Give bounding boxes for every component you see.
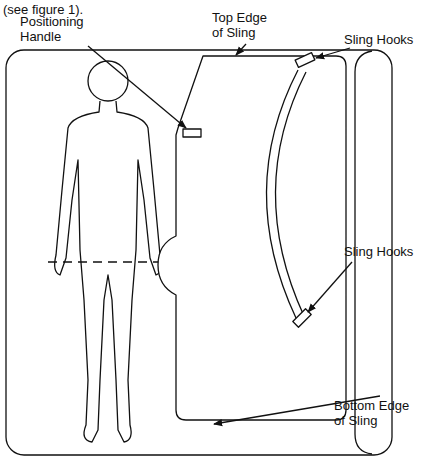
sling-hook xyxy=(295,53,315,68)
patient-head xyxy=(88,61,128,101)
part-label: Sling Hooks xyxy=(344,32,422,47)
part-label: Positioning Handle xyxy=(20,14,100,44)
sling xyxy=(158,56,346,420)
part-label: Bottom Edge of Sling xyxy=(334,398,422,428)
leader-line xyxy=(308,262,352,312)
sling-strap xyxy=(275,72,306,316)
leader-line xyxy=(236,44,246,55)
part-label: Sling Hooks xyxy=(344,244,422,259)
patient-body xyxy=(55,101,162,442)
part-label: Top Edge of Sling xyxy=(212,10,278,40)
positioning-handle xyxy=(183,129,201,137)
leader-line xyxy=(88,46,186,128)
sling-strap xyxy=(266,70,298,318)
leader-line xyxy=(316,48,350,58)
mattress-outline xyxy=(6,50,392,455)
